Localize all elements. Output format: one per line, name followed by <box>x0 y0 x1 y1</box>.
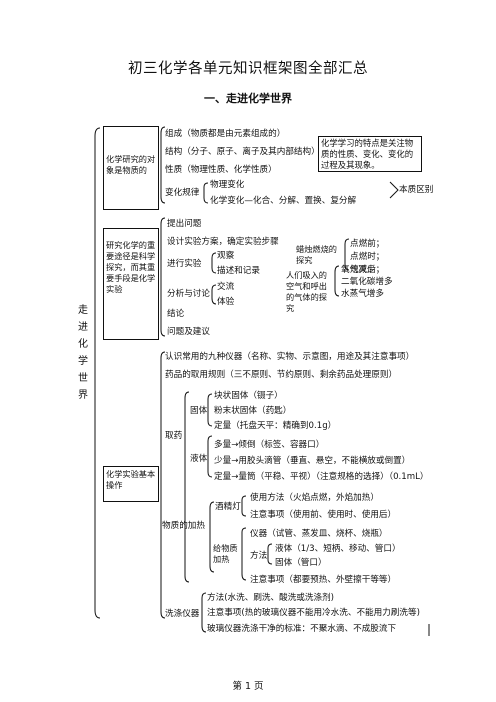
disc-exchange: 交流 <box>217 282 235 292</box>
wash-method: 方法(水洗、刷洗、酸洗或洗涤剂) <box>207 593 335 603</box>
lamp-notes: 注意事项（使用前、使用时、使用后） <box>250 510 397 520</box>
liquid-quantify: 定量→量筒（平稳、平视）（注意规格的选择）（0.1mL） <box>214 472 429 482</box>
solid-quantify: 定量（托盘天平：精确到0.1g） <box>214 421 337 431</box>
solid-powder: 粉末状固体（药匙） <box>214 406 292 416</box>
heat-method: 方法 <box>250 551 268 561</box>
take-drug: 取药 <box>165 431 183 441</box>
liquid-small: 少量→用胶头滴管（垂直、悬空，不能横放或倒置） <box>214 456 411 466</box>
block1-change-law: 变化规律 <box>165 188 200 198</box>
exp-record: 描述和记录 <box>217 266 260 276</box>
method-solid: 固体（管口） <box>275 558 327 568</box>
block3-frame <box>103 466 159 502</box>
step-discuss: 分析与讨论 <box>167 289 210 299</box>
heating-label: 物质的加热 <box>162 521 205 531</box>
candle-before: 点燃前； <box>350 239 385 249</box>
lamp-label: 酒精灯 <box>215 502 241 512</box>
block1-physical-change: 物理变化 <box>210 180 245 190</box>
breath-inquiry: 人们吸入的空气和呼出的气体的探究 <box>286 270 327 314</box>
disc-experience: 体验 <box>217 297 235 307</box>
section-title: 一、走进化学世界 <box>204 92 292 105</box>
heat-notes: 注意事项（都要预热、外壁擦干等等） <box>250 575 397 585</box>
exp-observe: 观察 <box>217 251 235 261</box>
block1-note: 化学学习的特点是关注物质的性质、变化、变化的过程及其现象。 <box>321 138 414 170</box>
step-question: 提出问题 <box>167 219 202 229</box>
drug-rules-line: 药品的取用规则（三不原则、节约原则、剩余药品处理原则） <box>165 370 398 380</box>
wash-notes: 注意事项(热的玻璃仪器不能用冷水洗、不能用力刷洗等) <box>207 608 420 618</box>
breath-co2: 二氧化碳增多 <box>341 277 393 287</box>
washing-label: 洗涤仪器 <box>165 609 200 619</box>
lamp-usage: 使用方法（火焰点燃，外焰加热） <box>250 493 379 503</box>
block1-composition: 组成（物质都是由元素组成的） <box>165 129 286 139</box>
heat-object-label: 给物质加热 <box>213 543 238 565</box>
breath-oxygen: 氧气减少 <box>341 265 376 275</box>
wash-standard: 玻璃仪器洗涤干净的标准：不聚水滴、不成股流下 <box>207 624 397 634</box>
block1-structure: 结构（分子、原子、离子及其内部结构） <box>165 147 320 157</box>
block1-property: 性质（物理性质、化学性质） <box>165 165 277 175</box>
candle-inquiry: 蜡烛燃烧的探究 <box>296 244 337 266</box>
block1-note-box <box>318 136 422 172</box>
block2-frame <box>103 228 159 340</box>
page-title: 初三化学各单元知识框架图全部汇总 <box>128 61 368 77</box>
block1-label: 化学研究的对象是物质的 <box>106 154 156 176</box>
candle-burning: 点燃时； <box>350 252 385 262</box>
instruments-line: 认识常用的九种仪器（名称、实物、示意图，用途及其注意事项） <box>165 352 415 362</box>
solid-lump: 块状固体（镊子） <box>214 391 283 401</box>
block2-label: 研究化学的重要途径是科学探究，而其重要手段是化学实验 <box>106 240 156 295</box>
liquid-label: 液体 <box>190 454 208 464</box>
method-liquid: 液体（1/3、短柄、移动、管口） <box>275 544 401 554</box>
step-experiment: 进行实验 <box>167 259 202 269</box>
breath-vapor: 水蒸气增多 <box>341 289 384 299</box>
candle-after: 熄灭后； <box>350 265 385 275</box>
liquid-large: 多量→倾倒（标签、容器口） <box>214 440 325 450</box>
root-label: 走进化学世界 <box>78 305 88 401</box>
heat-instruments: 仪器（试管、蒸发皿、烧杯、烧瓶） <box>250 529 388 539</box>
block1-chemical-change: 化学变化—化合、分解、置换、复分解 <box>210 196 357 206</box>
solid-label: 固体 <box>190 406 208 416</box>
block1-frame <box>103 126 159 210</box>
block3-label: 化学实验基本操作 <box>106 469 156 491</box>
step-suggestion: 问题及建议 <box>167 327 210 337</box>
page-number: 第 1 页 <box>232 681 264 692</box>
step-conclusion: 结论 <box>167 309 185 319</box>
step-design: 设计实验方案，确定实验步骤 <box>167 237 279 247</box>
block1-essential-diff: 本质区别 <box>399 185 434 195</box>
